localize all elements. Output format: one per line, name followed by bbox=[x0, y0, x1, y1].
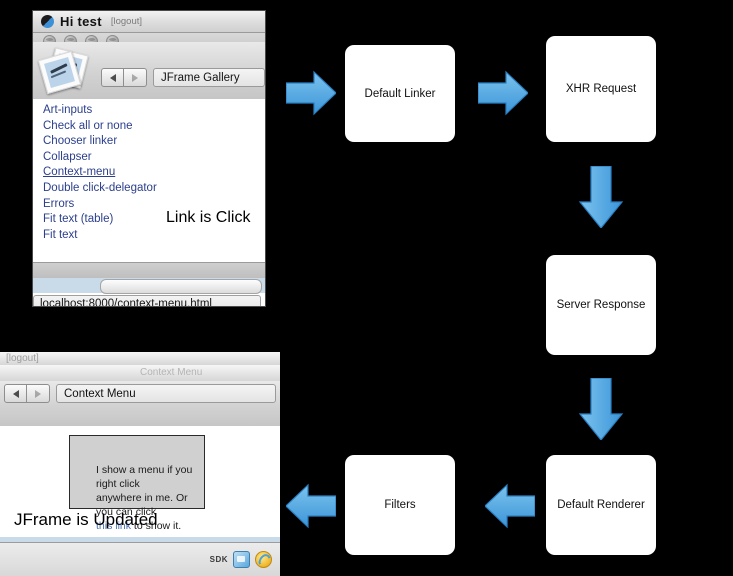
window1-page-content: Art-inputs Check all or none Chooser lin… bbox=[33, 99, 265, 262]
browser-window-gallery[interactable]: Hi test [logout] bbox=[33, 11, 265, 306]
context-box-line-3: this link to show it. bbox=[96, 519, 204, 533]
arrow-linker-to-xhr bbox=[478, 69, 528, 117]
demo-link-list[interactable]: Art-inputs Check all or none Chooser lin… bbox=[43, 103, 157, 243]
window2-scroll-track[interactable] bbox=[0, 537, 280, 542]
window2-nav-segment[interactable] bbox=[4, 384, 50, 403]
show-menu-link[interactable]: this link bbox=[96, 520, 132, 532]
arrow-renderer-to-filters bbox=[485, 482, 535, 530]
back-arrow-icon bbox=[12, 389, 19, 398]
finder-app-icon[interactable] bbox=[233, 551, 250, 568]
window1-bottom-toolbar bbox=[33, 262, 265, 279]
browser-window-context-menu[interactable]: [logout] Context Menu Context Menu bbox=[0, 352, 280, 576]
window2-sdk-bar[interactable]: SDK bbox=[0, 542, 280, 576]
forward-arrow-icon bbox=[132, 73, 138, 82]
link-errors[interactable]: Errors bbox=[43, 197, 75, 210]
arrow-into-default-linker bbox=[286, 69, 336, 117]
browser-app-icon[interactable] bbox=[255, 551, 272, 568]
window2-ghost-title: Context Menu bbox=[140, 367, 203, 378]
window2-titlebar[interactable]: [logout] bbox=[0, 352, 280, 366]
link-clicked-message: Link is Click bbox=[166, 209, 251, 226]
logout-link[interactable]: [logout] bbox=[110, 16, 143, 27]
sdk-label: SDK bbox=[209, 555, 228, 564]
link-chooser-linker[interactable]: Chooser linker bbox=[43, 135, 118, 148]
link-context-menu[interactable]: Context-menu bbox=[43, 166, 116, 179]
window2-toolbar[interactable]: Context Menu bbox=[0, 381, 280, 427]
window1-scroll-track[interactable] bbox=[33, 278, 265, 294]
link-check-all-or-none[interactable]: Check all or none bbox=[43, 119, 133, 132]
window1-nav-segment[interactable] bbox=[101, 68, 147, 87]
brand-logo-icon bbox=[41, 15, 54, 28]
link-fit-text[interactable]: Fit text bbox=[43, 228, 78, 241]
jframe-updated-message: JFrame is Updated bbox=[14, 510, 158, 529]
flow-box-filters[interactable]: Filters bbox=[345, 455, 455, 555]
window2-page-content: I show a menu if you right click anywher… bbox=[0, 426, 280, 537]
flow-box-default-renderer[interactable]: Default Renderer bbox=[546, 455, 656, 555]
window1-status-bar: localhost:8000/context-menu.html bbox=[33, 295, 261, 306]
flow-box-xhr-request[interactable]: XHR Request bbox=[546, 36, 656, 142]
window1-toolbar[interactable]: JFrame Gallery bbox=[33, 42, 265, 100]
gallery-photo-icon[interactable] bbox=[37, 45, 93, 97]
window2-forward-button[interactable] bbox=[27, 384, 50, 403]
link-double-click-delegator[interactable]: Double click-delegator bbox=[43, 181, 157, 194]
arrow-xhr-to-server bbox=[577, 166, 625, 228]
window1-titlebar[interactable]: Hi test [logout] bbox=[33, 11, 265, 33]
link-collapser[interactable]: Collapser bbox=[43, 150, 92, 163]
back-arrow-icon bbox=[109, 73, 116, 82]
arrow-server-to-renderer bbox=[577, 378, 625, 440]
link-art-inputs[interactable]: Art-inputs bbox=[43, 104, 93, 116]
flow-box-server-response[interactable]: Server Response bbox=[546, 255, 656, 355]
back-button[interactable] bbox=[101, 68, 124, 87]
forward-arrow-icon bbox=[35, 389, 41, 398]
context-box-line-3-tail: to show it. bbox=[131, 520, 182, 532]
forward-button[interactable] bbox=[124, 68, 147, 87]
window1-scroll-thumb[interactable] bbox=[100, 279, 262, 294]
arrow-out-of-filters bbox=[286, 482, 336, 530]
window2-ghost-titlebar: Context Menu bbox=[0, 365, 280, 382]
context-menu-target-box[interactable]: I show a menu if you right click anywher… bbox=[69, 435, 205, 532]
context-box-line-1: I show a menu if you right click bbox=[96, 464, 193, 490]
window2-back-button[interactable] bbox=[4, 384, 27, 403]
brand-label: Hi test bbox=[60, 14, 102, 29]
gallery-title-field[interactable]: JFrame Gallery bbox=[153, 68, 265, 87]
window2-title-field[interactable]: Context Menu bbox=[56, 384, 276, 403]
window2-logout-link[interactable]: [logout] bbox=[6, 353, 39, 364]
context-box-line-2: anywhere in me. Or you can click bbox=[96, 492, 188, 518]
link-fit-text-table[interactable]: Fit text (table) bbox=[43, 213, 114, 226]
flow-box-default-linker[interactable]: Default Linker bbox=[345, 45, 455, 142]
